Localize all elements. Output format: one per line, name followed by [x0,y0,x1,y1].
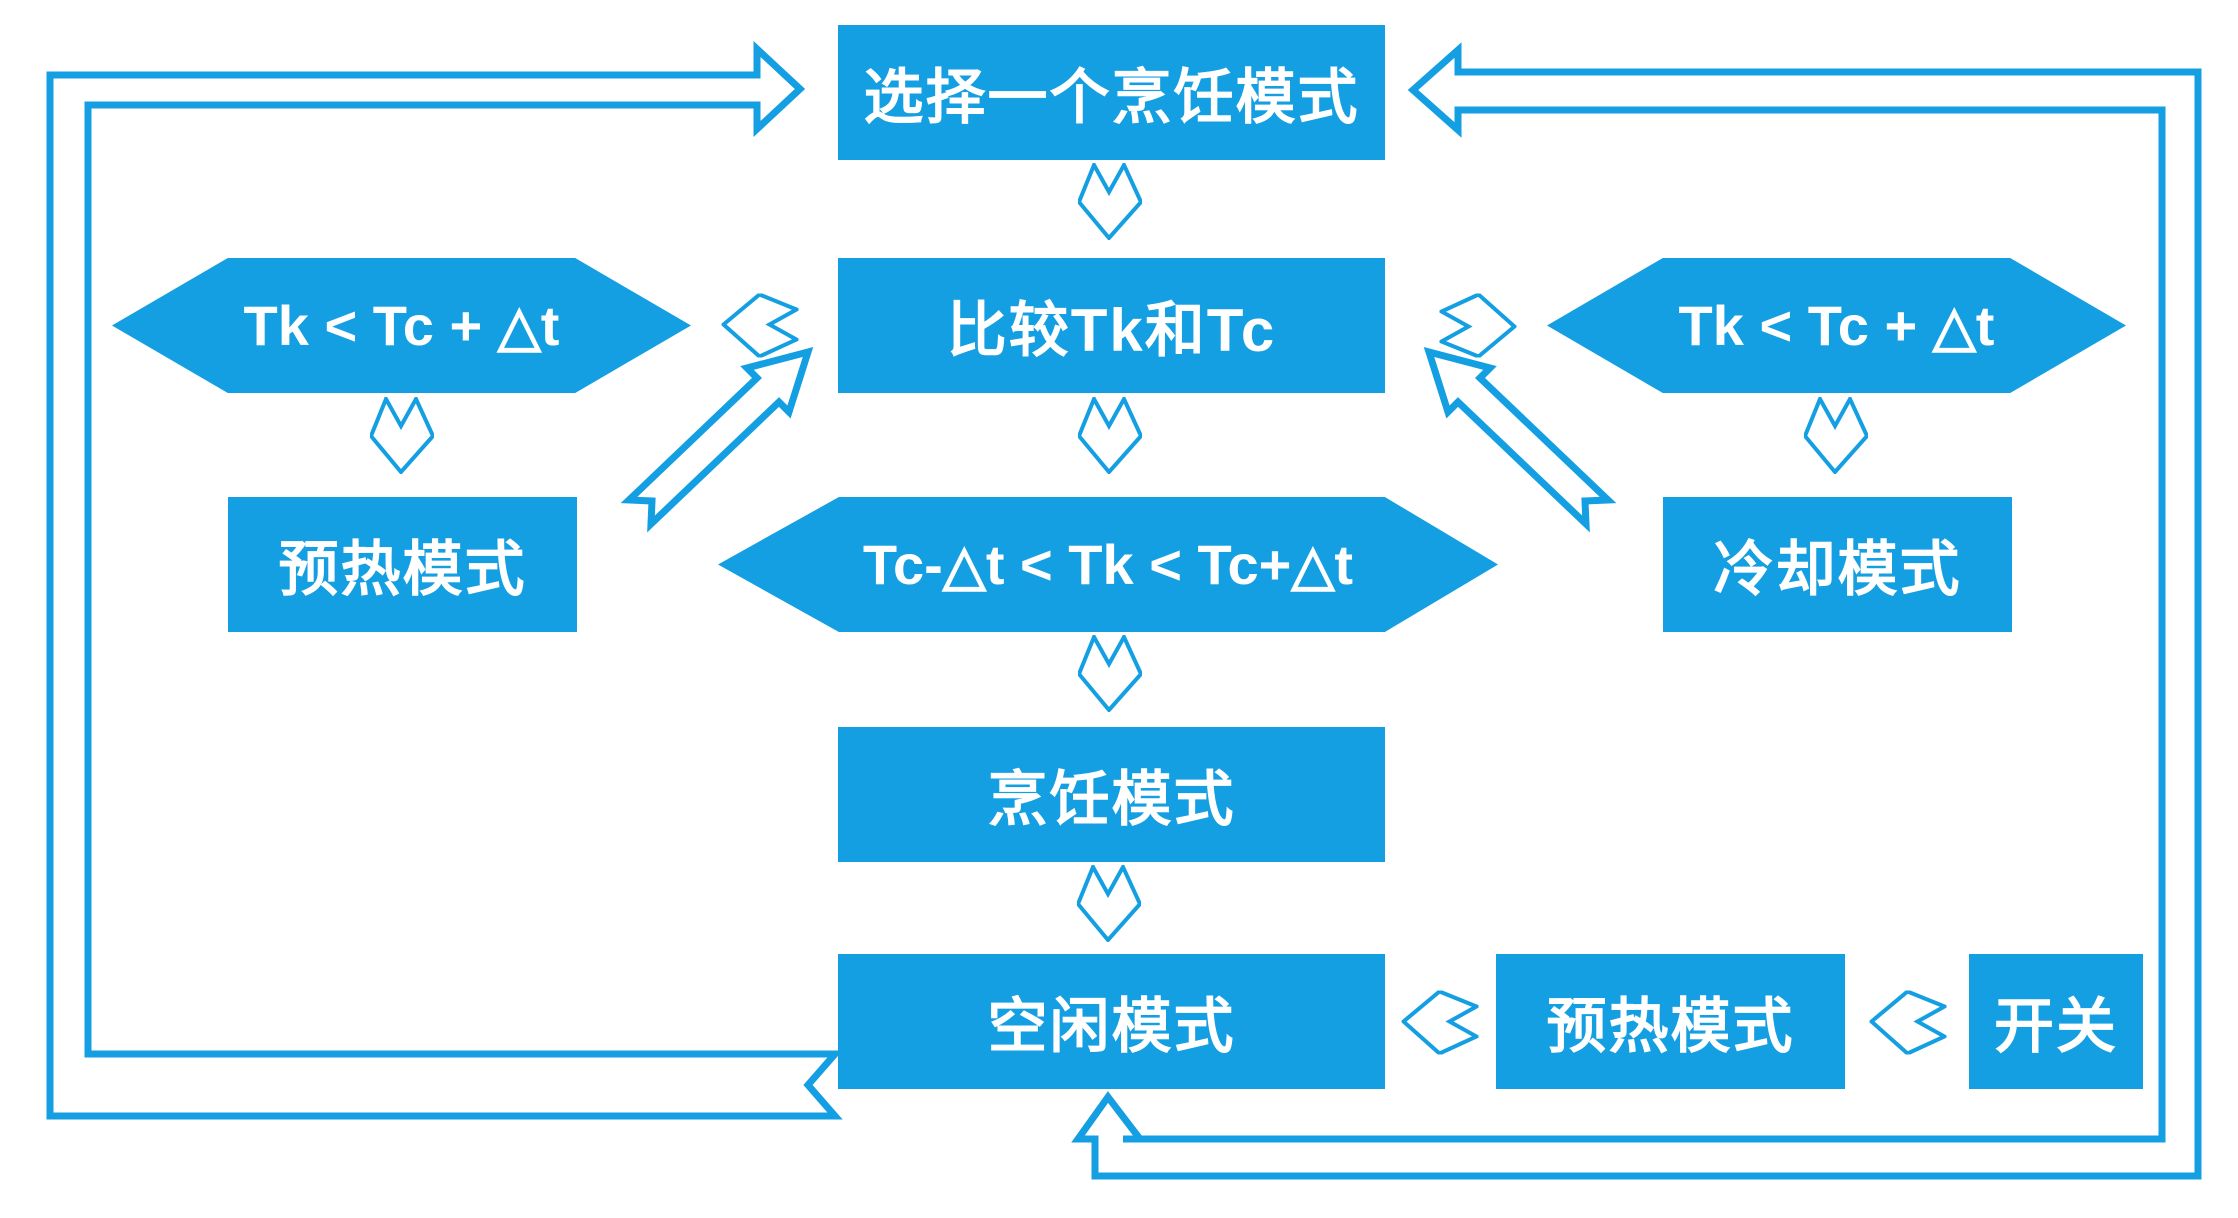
node-cooling: 冷却模式 [1663,497,2012,632]
arrow-cooking-to-idle-icon [1077,865,1141,942]
arrow-preheat-to-idle-icon [1402,991,1479,1055]
arrow-preheat-to-compare [620,347,814,533]
arrow-left-condition-to-preheat-icon [370,397,434,474]
arrow-right-condition-to-cooling-icon [1804,397,1868,474]
arrow-compare-to-center-condition-icon [1078,397,1142,474]
arrow-compare-to-left-condition-icon [722,294,799,358]
node-condition-left: Tk < Tc + △t [112,258,691,393]
node-preheat-bottom: 预热模式 [1496,954,1845,1089]
arrow-switch-to-preheat-icon [1870,991,1947,1055]
arrow-select-to-compare-icon [1078,163,1142,240]
node-idle: 空闲模式 [838,954,1385,1089]
arrow-compare-to-right-condition-icon [1440,294,1517,358]
node-cooking: 烹饪模式 [838,727,1385,862]
node-select-mode: 选择一个烹饪模式 [838,25,1385,160]
arrow-cooling-to-compare [1423,347,1617,533]
node-compare: 比较Tk和Tc [838,258,1385,393]
node-preheat-left: 预热模式 [228,497,577,632]
node-condition-right: Tk < Tc + △t [1547,258,2126,393]
node-condition-center: Tc-△t < Tk < Tc+△t [718,497,1498,632]
node-switch: 开关 [1969,954,2143,1089]
arrow-center-condition-to-cooking-icon [1078,635,1142,712]
